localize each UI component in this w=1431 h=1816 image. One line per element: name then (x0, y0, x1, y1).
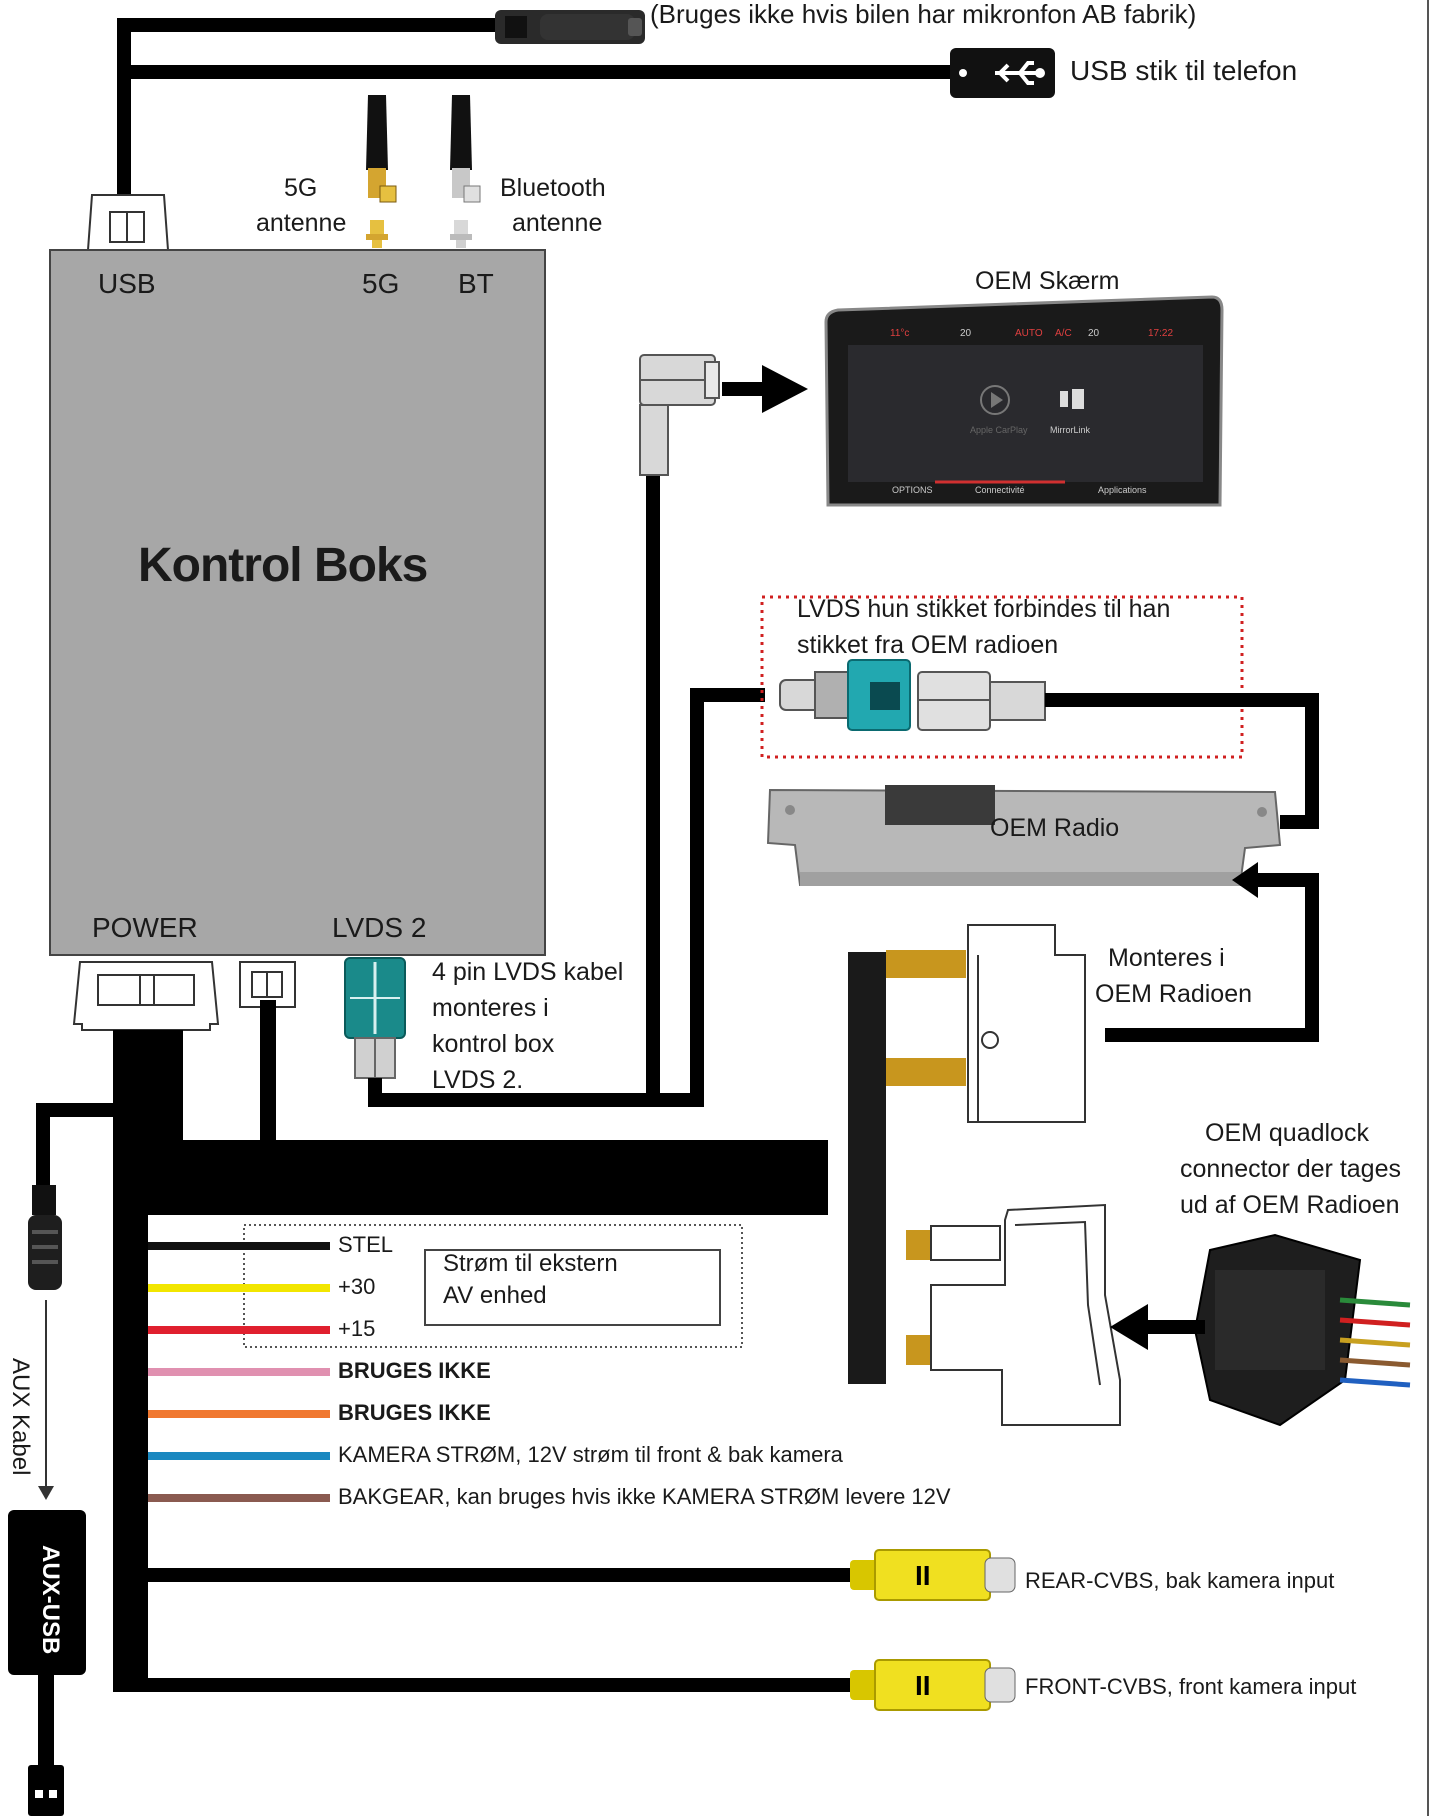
usb-phone-label: USB stik til telefon (1070, 55, 1298, 86)
wire-label-4: BRUGES IKKE (338, 1400, 491, 1425)
screen-status-fan: 20 (960, 328, 972, 339)
arrow-from-mount (1105, 862, 1319, 1042)
port-5g-label: 5G (362, 268, 400, 299)
arrow-from-quadlock (1110, 1304, 1205, 1350)
quadlock-line3: ud af OEM Radioen (1180, 1191, 1400, 1219)
power-note-line1: Strøm til ekstern (443, 1250, 618, 1277)
screen-status-ac: A/C (1055, 328, 1072, 339)
port-bt-label: BT (458, 268, 494, 299)
lvds-male-connector (917, 671, 1046, 731)
screen-tab-options[interactable]: OPTIONS (892, 485, 933, 495)
aux-cable (8, 1185, 86, 1816)
antenna-bt-label-line1: Bluetooth (500, 174, 606, 202)
oem-screen-label: OEM Skærm (975, 267, 1120, 295)
port-power-label: POWER (92, 912, 198, 943)
lvds-cable-label-line3: kontrol box (432, 1030, 555, 1058)
oem-screen (824, 295, 1224, 507)
aux-usb-box (8, 1510, 86, 1675)
screen-status-fan2: 20 (1088, 328, 1100, 339)
antenna-bt-label-line2: antenne (512, 209, 603, 237)
main-harness (36, 1000, 828, 1692)
lvds-note-box (760, 595, 1244, 759)
lvds-cable-label-line4: LVDS 2. (432, 1066, 524, 1094)
wire-label-0: STEL (338, 1232, 394, 1257)
lvds2-cable (368, 688, 765, 1107)
screen-tab-connectivite[interactable]: Connectivité (975, 485, 1025, 495)
screen-status-temp: 11°c (890, 328, 910, 339)
rear-rca-mark: II (915, 1560, 931, 1591)
lvds-cable-label-line1: 4 pin LVDS kabel (432, 958, 624, 986)
lvds-note-line2: stikket fra OEM radioen (797, 631, 1059, 659)
wire-line-2 (148, 1326, 330, 1334)
screen-tab-applications[interactable]: Applications (1098, 485, 1147, 495)
antenna-5g-label-line1: 5G (284, 174, 318, 202)
rear-rca-plug (850, 1549, 1016, 1601)
antenna-bt (450, 95, 481, 248)
wire-label-3: BRUGES IKKE (338, 1358, 491, 1383)
usb-phone-cable (117, 48, 1055, 205)
wire-line-6 (148, 1494, 330, 1502)
lvds-female-connector (779, 659, 911, 731)
wire-line-4 (148, 1410, 330, 1418)
wire-lines (148, 1242, 330, 1502)
lvds2-connector (344, 957, 406, 1079)
antenna-5g-label-line2: antenne (256, 209, 347, 237)
wire-label-6: BAKGEAR, kan bruges hvis ikke KAMERA STR… (338, 1484, 951, 1509)
aux-usb-label: AUX-USB (37, 1545, 64, 1655)
rear-rca-label: REAR-CVBS, bak kamera input (1025, 1568, 1335, 1593)
front-rca-mark: II (915, 1670, 931, 1701)
arrow-to-screen (722, 365, 808, 413)
oem-radio-label: OEM Radio (990, 814, 1120, 842)
screen-app-mirrorlink: MirrorLink (1050, 425, 1091, 435)
mic-note-label: (Bruges ikke hvis bilen har mikronfon AB… (650, 0, 1197, 29)
radio-mount-line1: Monteres i (1108, 944, 1225, 972)
small-power-connector (239, 961, 296, 1008)
power-connector (72, 961, 220, 1031)
power-note-line2: AV enhed (443, 1282, 547, 1309)
usb-port-connector (86, 194, 170, 251)
quadlock-line1: OEM quadlock (1205, 1119, 1369, 1147)
harness-adapter (848, 924, 1121, 1426)
wire-line-5 (148, 1452, 330, 1460)
wire-line-3 (148, 1368, 330, 1376)
antenna-5g (366, 95, 397, 248)
wire-label-1: +30 (338, 1274, 376, 1299)
screen-app-carplay: Apple CarPlay (970, 425, 1028, 435)
wire-label-5: KAMERA STRØM, 12V strøm til front & bak … (338, 1442, 843, 1467)
wire-line-0 (148, 1242, 330, 1250)
quadlock-connector (1193, 1233, 1411, 1427)
screen-status-time: 17:22 (1148, 328, 1174, 339)
screen-connector (639, 354, 720, 476)
port-usb-label: USB (98, 268, 156, 299)
control-box (49, 249, 546, 956)
front-rca-plug (850, 1659, 1016, 1711)
wire-line-1 (148, 1284, 330, 1292)
oem-radio (766, 785, 1282, 886)
lvds-cable-label-line2: monteres i (432, 994, 549, 1022)
power-note-box (424, 1249, 721, 1326)
radio-mount-line2: OEM Radioen (1095, 980, 1253, 1008)
wire-label-2: +15 (338, 1316, 376, 1341)
radio-lvds-cable (1045, 693, 1319, 829)
control-box-title: Kontrol Boks (138, 539, 428, 592)
aux-cable-label: AUX Kabel (7, 1358, 34, 1476)
front-rca-label: FRONT-CVBS, front kamera input (1025, 1674, 1357, 1699)
port-lvds2-label: LVDS 2 (332, 912, 427, 943)
lvds-note-line1: LVDS hun stikket forbindes til han (797, 595, 1171, 623)
quadlock-line2: connector der tages (1180, 1155, 1401, 1183)
screen-status-auto: AUTO (1015, 328, 1043, 339)
